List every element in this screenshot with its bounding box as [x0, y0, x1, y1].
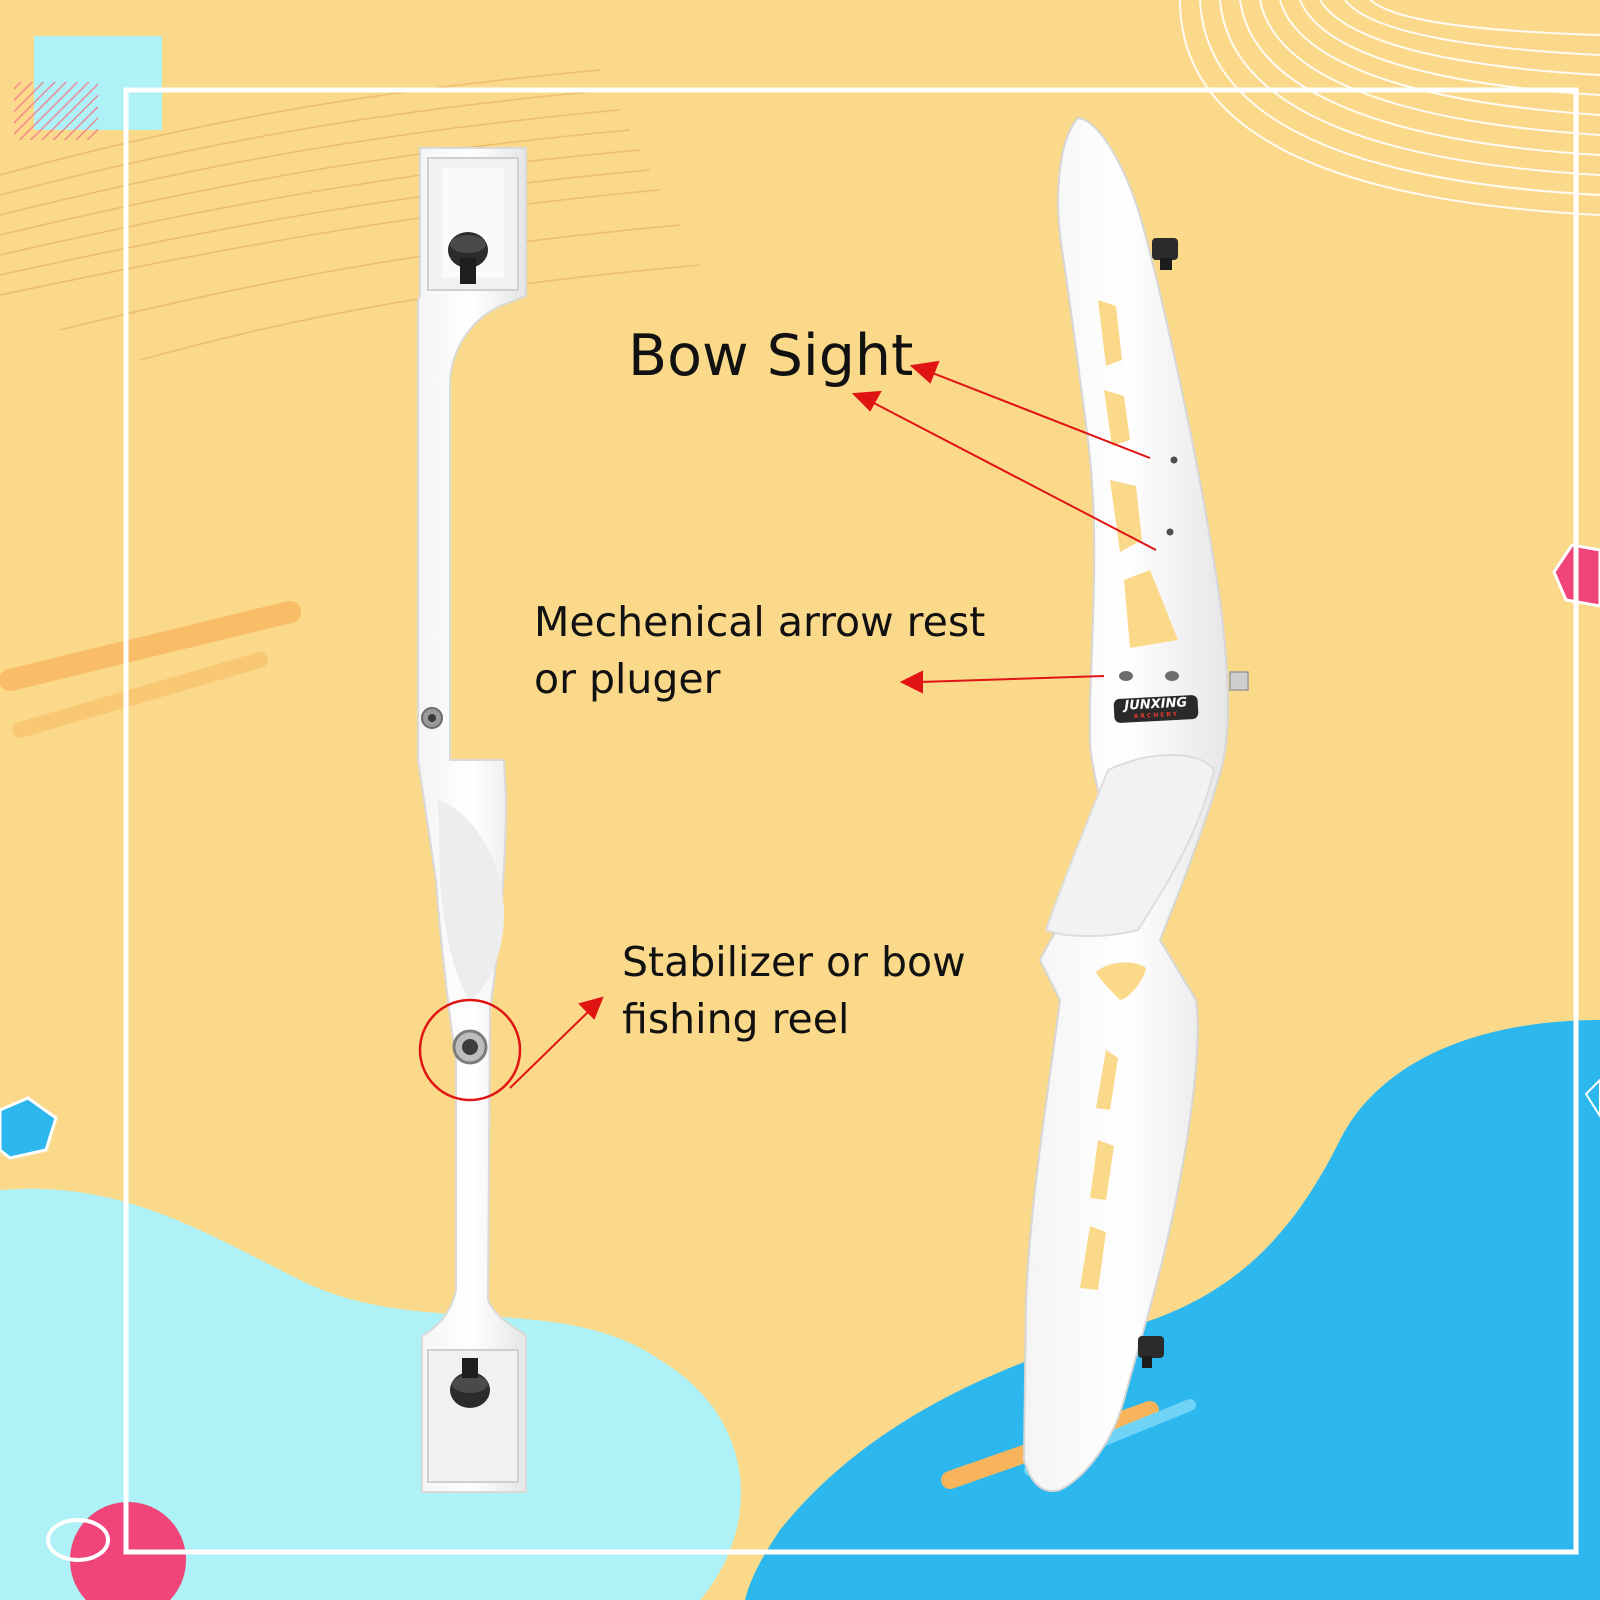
label-arrow-rest: Mechenical arrow rest or pluger — [534, 594, 985, 707]
label-stabilizer-line2: fishing reel — [622, 994, 850, 1043]
rest-hole-2 — [1165, 671, 1179, 681]
orange-strokes — [0, 601, 301, 738]
plunger-stub — [1229, 671, 1249, 691]
label-bow-sight: Bow Sight — [628, 323, 914, 389]
riser-side-view — [1022, 116, 1249, 1492]
brand-logo: JUNXING ARCHERY — [1113, 694, 1199, 724]
side-knob-top — [1152, 238, 1178, 260]
label-stabilizer: Stabilizer or bow fishing reel — [622, 934, 966, 1047]
label-stabilizer-line1: Stabilizer or bow — [622, 938, 966, 986]
stabilizer-highlight-circle — [418, 998, 522, 1102]
wave-lines-top-left — [0, 69, 701, 361]
side-knob-bottom — [1138, 1336, 1164, 1358]
decor-white-ring — [46, 1518, 110, 1562]
decor-square-hatched — [14, 82, 98, 140]
label-arrow-rest-line2: or pluger — [534, 654, 721, 703]
rest-hole-1 — [1119, 671, 1133, 681]
riser-front-view — [417, 147, 527, 1493]
decor-blue-corner — [1584, 1078, 1600, 1118]
annotation-arrows — [509, 360, 1157, 1089]
decor-blue-pentagon — [0, 1096, 58, 1160]
sight-hole-upper — [1170, 456, 1178, 464]
blob-blue — [745, 1020, 1600, 1600]
sight-hole-lower — [1166, 528, 1174, 536]
blob-light-blue — [0, 1188, 741, 1600]
white-frame — [123, 87, 1579, 1555]
wave-lines-top-right — [1179, 0, 1600, 216]
label-arrow-rest-line1: Mechenical arrow rest — [534, 598, 986, 646]
